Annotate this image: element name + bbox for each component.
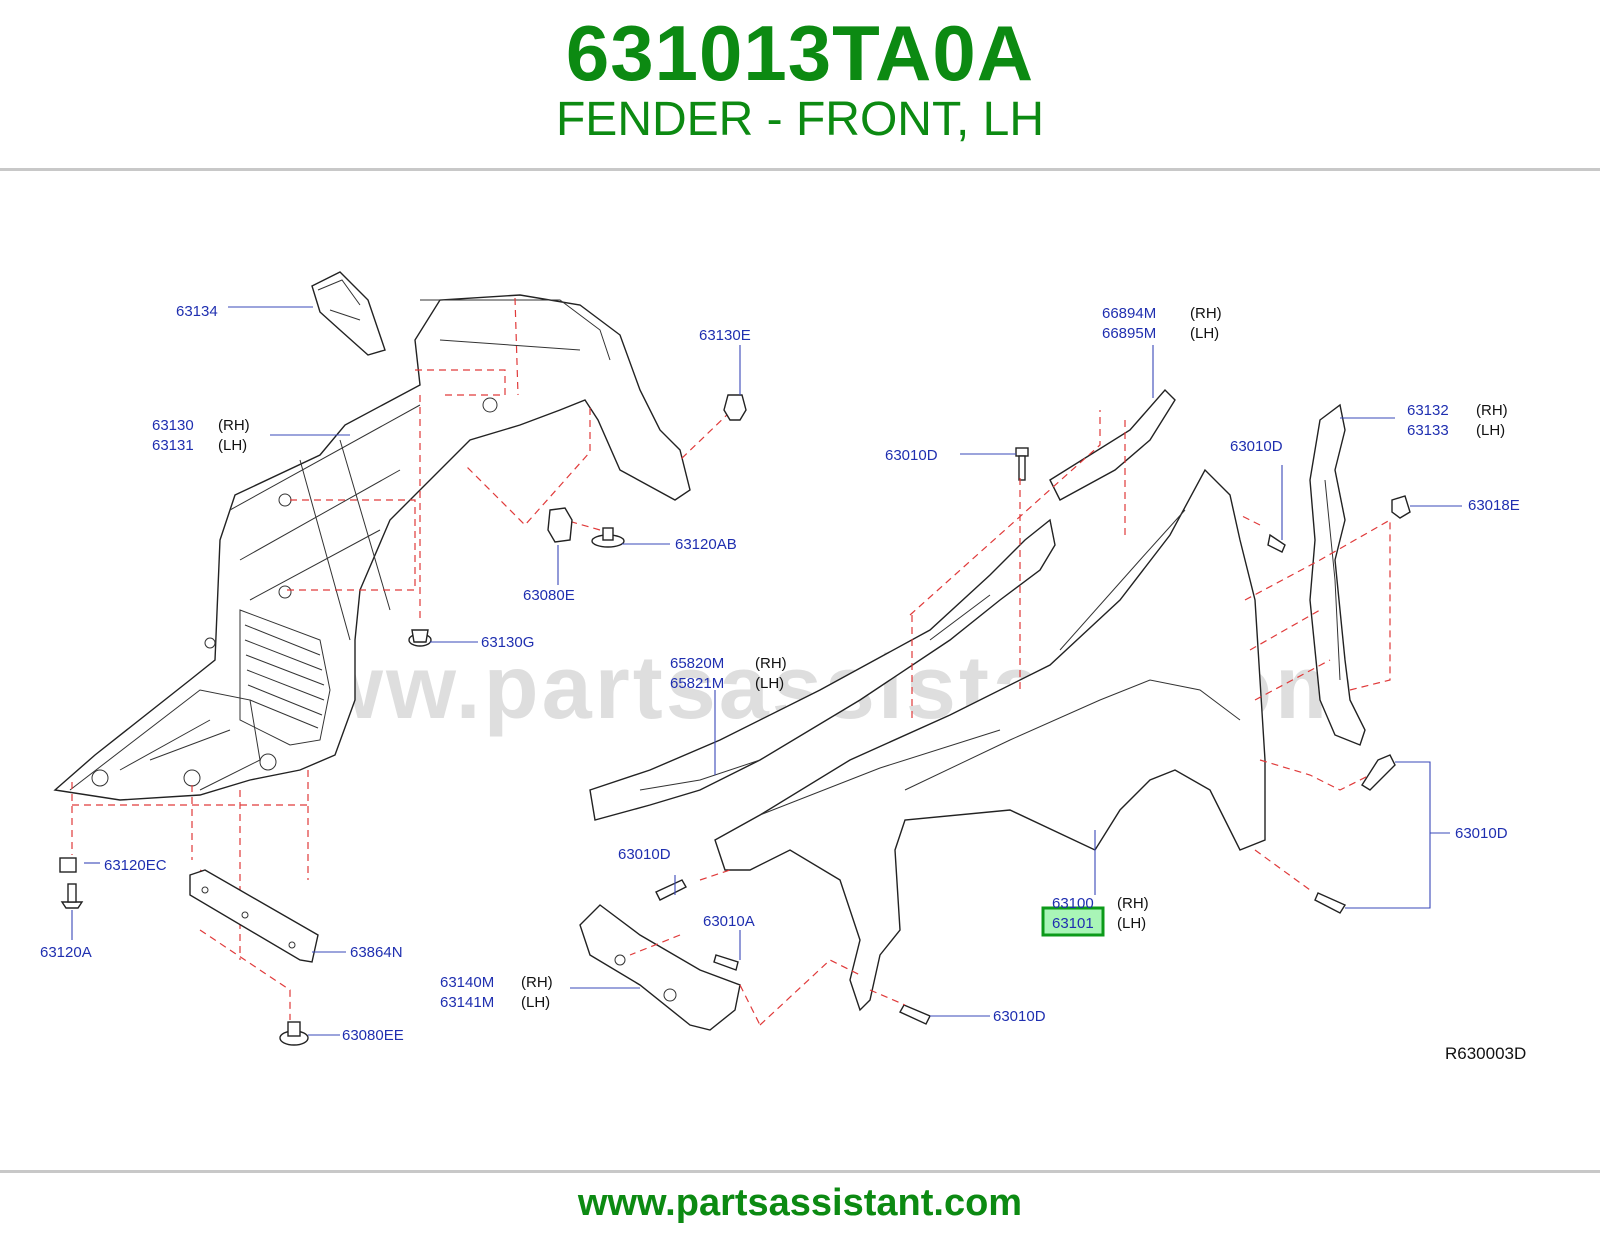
part-number-title: 631013TA0A <box>565 9 1035 97</box>
label-63130E[interactable]: 63130E <box>699 327 751 344</box>
label-63010A[interactable]: 63010A <box>703 913 755 930</box>
assembly-lines-left <box>71 297 731 1020</box>
footer-website-link[interactable]: www.partsassistant.com <box>577 1182 1023 1224</box>
label-63101-selected[interactable]: 63101 <box>1052 915 1094 932</box>
footer-divider <box>0 1170 1600 1173</box>
label-63140M-side: (RH) <box>521 974 553 991</box>
label-63134[interactable]: 63134 <box>176 303 218 320</box>
callout-labels: 63134 63130 (RH) 63131 (LH) 63130E 63120… <box>40 303 1526 1063</box>
part-name-subtitle: FENDER - FRONT, LH <box>555 93 1044 146</box>
label-65820M[interactable]: 65820M <box>670 655 724 672</box>
label-65820M-side: (RH) <box>755 655 787 672</box>
fender-support-65821M[interactable] <box>589 518 1056 821</box>
label-63010D-left[interactable]: 63010D <box>618 846 671 863</box>
label-63010D-right[interactable]: 63010D <box>1455 825 1508 842</box>
bolt-63010D-mid[interactable] <box>1267 533 1286 553</box>
assembly-lines-right <box>629 410 1391 1026</box>
clip-63120AB[interactable] <box>591 527 625 548</box>
bolt-63010A[interactable] <box>713 954 739 971</box>
clip-63080EE[interactable] <box>279 1021 309 1046</box>
insulator-63134[interactable] <box>311 271 386 356</box>
label-66895M[interactable]: 66895M <box>1102 325 1156 342</box>
bolt-63010D-bottom[interactable] <box>899 1004 931 1025</box>
header: 631013TA0A FENDER - FRONT, LH <box>0 0 1600 168</box>
label-66894M[interactable]: 66894M <box>1102 305 1156 322</box>
header-divider <box>0 168 1600 171</box>
clip-63018E[interactable] <box>1391 495 1411 519</box>
bracket-63080E[interactable] <box>547 507 573 543</box>
fender-liner-63130[interactable] <box>53 294 691 801</box>
bracket-63864N[interactable] <box>189 869 319 963</box>
label-63120EC[interactable]: 63120EC <box>104 857 167 874</box>
label-63080EE[interactable]: 63080EE <box>342 1027 404 1044</box>
label-65821M-side: (LH) <box>755 675 784 692</box>
fender-protector-63133[interactable] <box>1309 403 1366 746</box>
label-63120AB[interactable]: 63120AB <box>675 536 737 553</box>
selected-part-highlight <box>1041 906 1105 937</box>
label-63131[interactable]: 63131 <box>152 437 194 454</box>
label-63140M[interactable]: 63140M <box>440 974 494 991</box>
label-63133-side: (LH) <box>1476 422 1505 439</box>
clip-63130G[interactable] <box>408 629 432 647</box>
label-63010D-bottom[interactable]: 63010D <box>993 1008 1046 1025</box>
label-66895M-side: (LH) <box>1190 325 1219 342</box>
leader-lines <box>71 306 1462 1036</box>
label-63141M-side: (LH) <box>521 994 550 1011</box>
label-63010D-mid[interactable]: 63010D <box>1230 438 1283 455</box>
label-63133[interactable]: 63133 <box>1407 422 1449 439</box>
front-fender-63101[interactable] <box>714 468 1266 1012</box>
label-63141M[interactable]: 63141M <box>440 994 494 1011</box>
label-63130G[interactable]: 63130G <box>481 634 534 651</box>
label-63132-side: (RH) <box>1476 402 1508 419</box>
label-63131-side: (LH) <box>218 437 247 454</box>
label-63101-side: (LH) <box>1117 915 1146 932</box>
label-63130[interactable]: 63130 <box>152 417 194 434</box>
label-63864N[interactable]: 63864N <box>350 944 403 961</box>
label-63018E[interactable]: 63018E <box>1468 497 1520 514</box>
label-63100[interactable]: 63100 <box>1052 895 1094 912</box>
label-63080E[interactable]: 63080E <box>523 587 575 604</box>
label-63130-side: (RH) <box>218 417 250 434</box>
fender-bracket-66895M[interactable] <box>1049 388 1176 501</box>
bolt-63010D-right-top[interactable] <box>1361 754 1396 791</box>
bolt-63010D-top[interactable] <box>1015 447 1029 481</box>
label-63120A[interactable]: 63120A <box>40 944 92 961</box>
label-63010D-top[interactable]: 63010D <box>885 447 938 464</box>
diagram-reference-code: R630003D <box>1445 1044 1526 1063</box>
label-63132[interactable]: 63132 <box>1407 402 1449 419</box>
clip-63130E[interactable] <box>723 394 747 421</box>
screw-63120A[interactable] <box>60 883 84 909</box>
label-63100-side: (RH) <box>1117 895 1149 912</box>
label-65821M[interactable]: 65821M <box>670 675 724 692</box>
bolt-63010D-left[interactable] <box>655 879 687 901</box>
fender-bracket-63141M[interactable] <box>579 904 741 1031</box>
bolt-63010D-right-bottom[interactable] <box>1314 892 1347 914</box>
label-66894M-side: (RH) <box>1190 305 1222 322</box>
nut-63120EC[interactable] <box>59 857 77 873</box>
